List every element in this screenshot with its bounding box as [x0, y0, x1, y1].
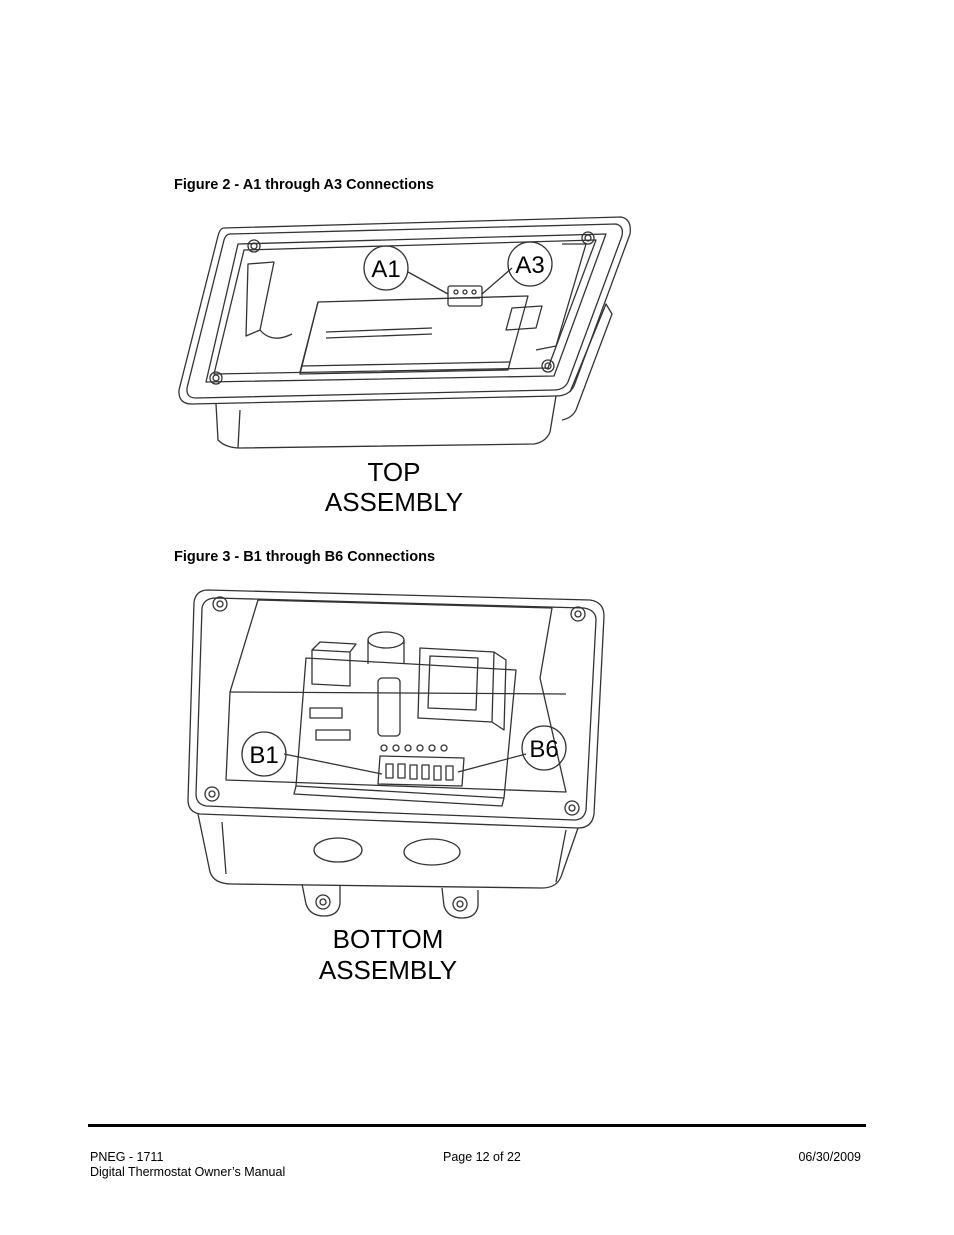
figure-3-caption: Figure 3 - B1 through B6 Connections	[174, 549, 436, 565]
figure-2-caption: Figure 2 - A1 through A3 Connections	[174, 177, 434, 193]
figure-3-bottom-assembly: B1 B6 BOTTOM ASSEMBLY	[186, 582, 612, 990]
footer-left: PNEG - 1711 Digital Thermostat Owner’s M…	[90, 1150, 285, 1180]
page-number: Page 12 of 22	[443, 1150, 521, 1164]
doc-title: Digital Thermostat Owner’s Manual	[90, 1165, 286, 1179]
top-assembly-title-line2: ASSEMBLY	[325, 487, 463, 516]
bottom-assembly-title-line1: BOTTOM	[333, 924, 444, 954]
doc-number: PNEG - 1711	[90, 1150, 164, 1164]
callout-a1: A1	[371, 256, 400, 283]
callout-b1: B1	[249, 742, 278, 769]
callout-b6: B6	[529, 736, 558, 763]
figure-2-top-assembly: A1 A3 TOP ASSEMBLY	[176, 214, 632, 516]
top-assembly-drawing: A1 A3 TOP ASSEMBLY	[178, 216, 631, 516]
top-assembly-title-line1: TOP	[368, 457, 421, 487]
callout-a3: A3	[515, 252, 544, 279]
footer-divider	[88, 1124, 866, 1127]
bottom-assembly-drawing: B1 B6 BOTTOM ASSEMBLY	[187, 589, 605, 985]
bottom-assembly-title-line2: ASSEMBLY	[319, 955, 457, 985]
doc-date: 06/30/2009	[798, 1150, 861, 1164]
